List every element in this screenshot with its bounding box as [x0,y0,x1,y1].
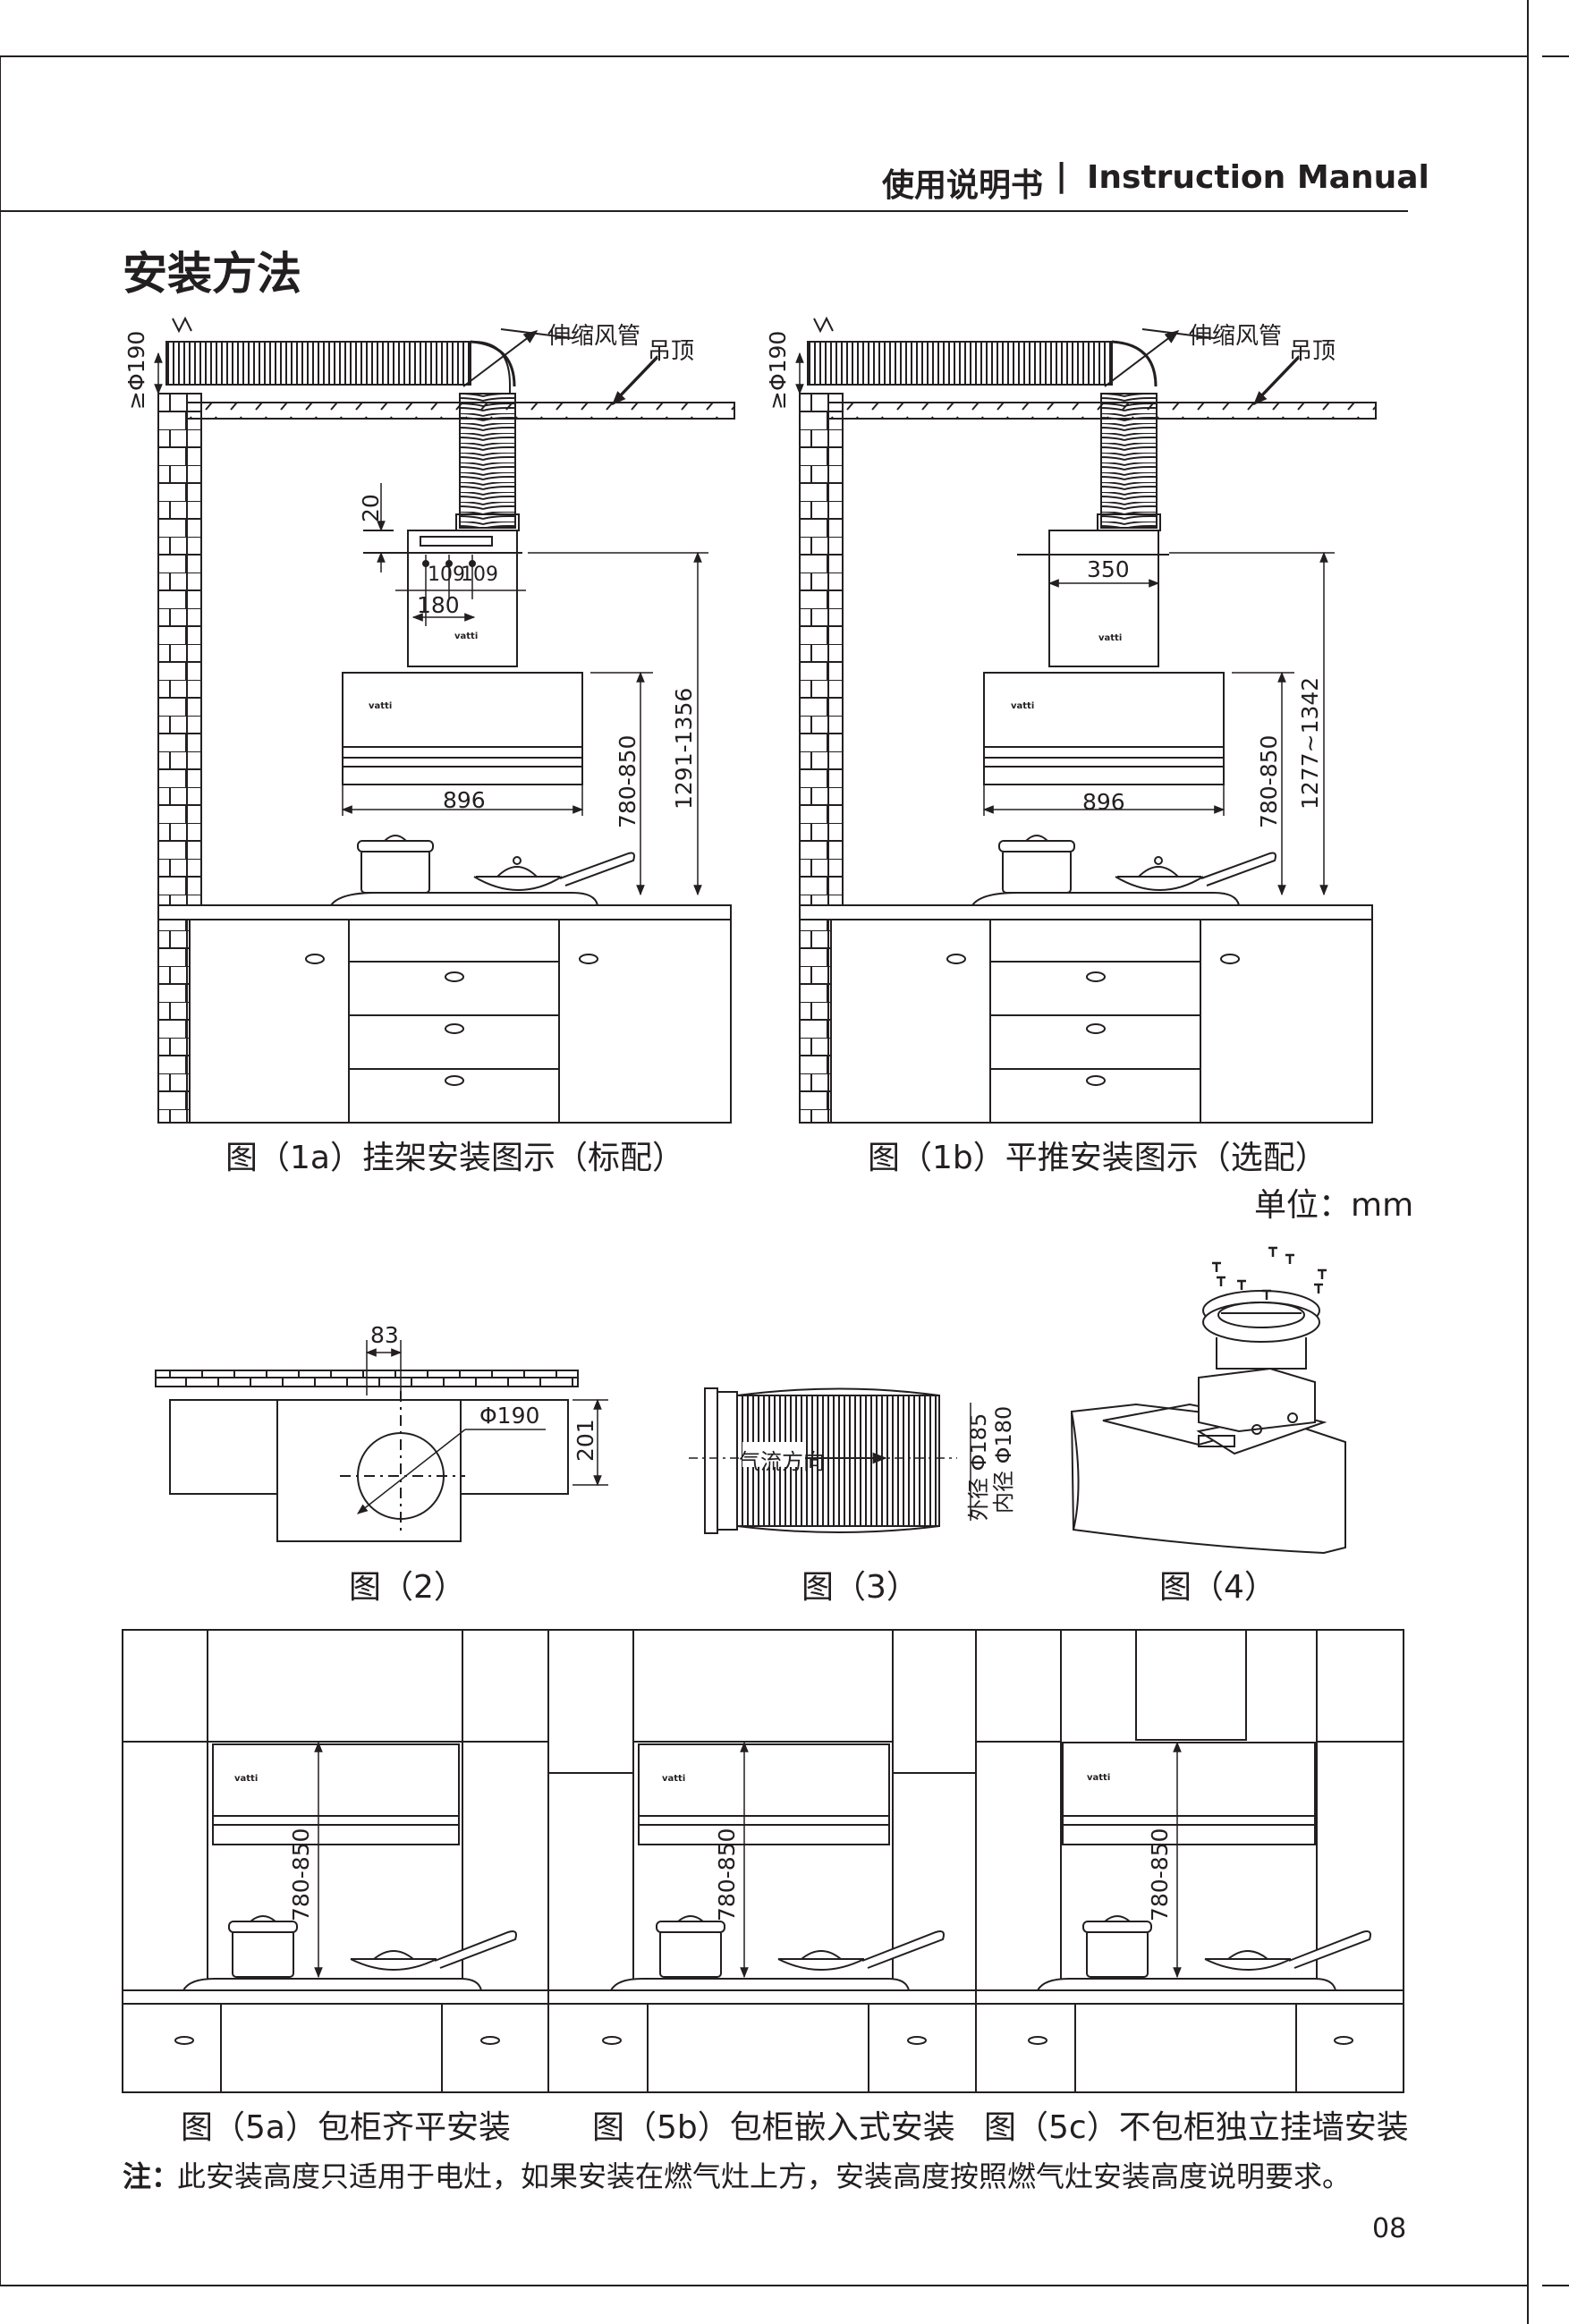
fig5c-dim: 780-850 [1147,1828,1173,1921]
fig5c-brand: vatti [1087,1773,1111,1783]
fig5b-dim: 780-850 [714,1828,740,1921]
fig3-inner: 内径 Φ180 [991,1405,1016,1514]
fig4-caption: 图（4） [1159,1569,1276,1606]
fig1a-d180: 180 [417,592,460,618]
fig1a-d780: 780-850 [615,734,640,828]
fig5b-caption: 图（5b）包柜嵌入式安装 [592,2109,955,2146]
fig1b-d350: 350 [1087,556,1130,582]
fig1b-duct-label: 伸缩风管 [1189,323,1283,350]
fig5a-dim: 780-850 [288,1828,314,1921]
fig1a-brand-upper: vatti [454,632,479,641]
fig2-drawing [155,1340,608,1542]
fig3-airflow: 气流方向 [739,1449,825,1474]
section-title: 安装方法 [123,248,301,300]
unit-label: 单位：mm [1254,1187,1414,1224]
header-separator: | [1056,157,1068,194]
fig1b-d780: 780-850 [1256,734,1282,828]
fig5c-caption: 图（5c）不包柜独立挂墙安装 [984,2109,1409,2146]
fig1b-dimensions [795,328,1335,896]
fig1a-ceiling-label: 吊顶 [648,338,695,365]
note-text: 此安装高度只适用于电灶，如果安装在燃气灶上方，安装高度按照燃气灶安装高度说明要求… [177,2159,1352,2193]
fig1a-d20: 20 [358,494,384,522]
fig1a-caption: 图（1a）挂架安装图示（标配） [225,1140,684,1176]
fig1a-d896: 896 [443,787,486,813]
header-title-en: Instruction Manual [1087,159,1429,196]
fig1a-duct-label: 伸缩风管 [547,323,641,350]
fig4-drawing [1070,1246,1346,1555]
fig1a-d109a: 109 [428,564,465,586]
header-title-cn: 使用说明书 [882,167,1044,204]
fig1b-phi: ≥Φ190 [765,330,791,410]
fig1a-d109b: 109 [461,564,498,586]
fig1b-ceiling-label: 吊顶 [1289,338,1336,365]
fig5a-caption: 图（5a）包柜齐平安装 [181,2109,511,2146]
fig2-caption: 图（2） [349,1569,466,1606]
fig3-caption: 图（3） [801,1569,919,1606]
fig1a-brand-hood: vatti [369,701,393,711]
fig1b-drawing [799,316,1377,1124]
page-number: 08 [1372,2213,1407,2244]
fig5a-brand: vatti [234,1774,259,1784]
fig1b-caption: 图（1b）平推安装图示（选配） [868,1140,1327,1176]
fig5-drawing [122,1629,1404,2093]
fig2-phi190: Φ190 [479,1403,540,1429]
fig1a-drawing [157,316,735,1124]
fig1a-d1291: 1291-1356 [671,687,697,810]
fig3-drawing [689,1387,971,1534]
fig1b-d1277: 1277~1342 [1297,676,1323,810]
fig2-d201: 201 [572,1419,598,1462]
fig1a-dimensions [154,328,708,896]
fig5b-brand: vatti [662,1774,686,1784]
fig1b-brand-hood: vatti [1011,701,1035,711]
fig1a-phi: ≥Φ190 [123,330,149,410]
note-label: 注： [123,2159,181,2193]
fig5-cookware [182,1915,1371,1991]
fig1b-d896: 896 [1082,789,1125,815]
fig2-d83: 83 [370,1322,399,1348]
fig1b-brand-upper: vatti [1098,633,1123,643]
